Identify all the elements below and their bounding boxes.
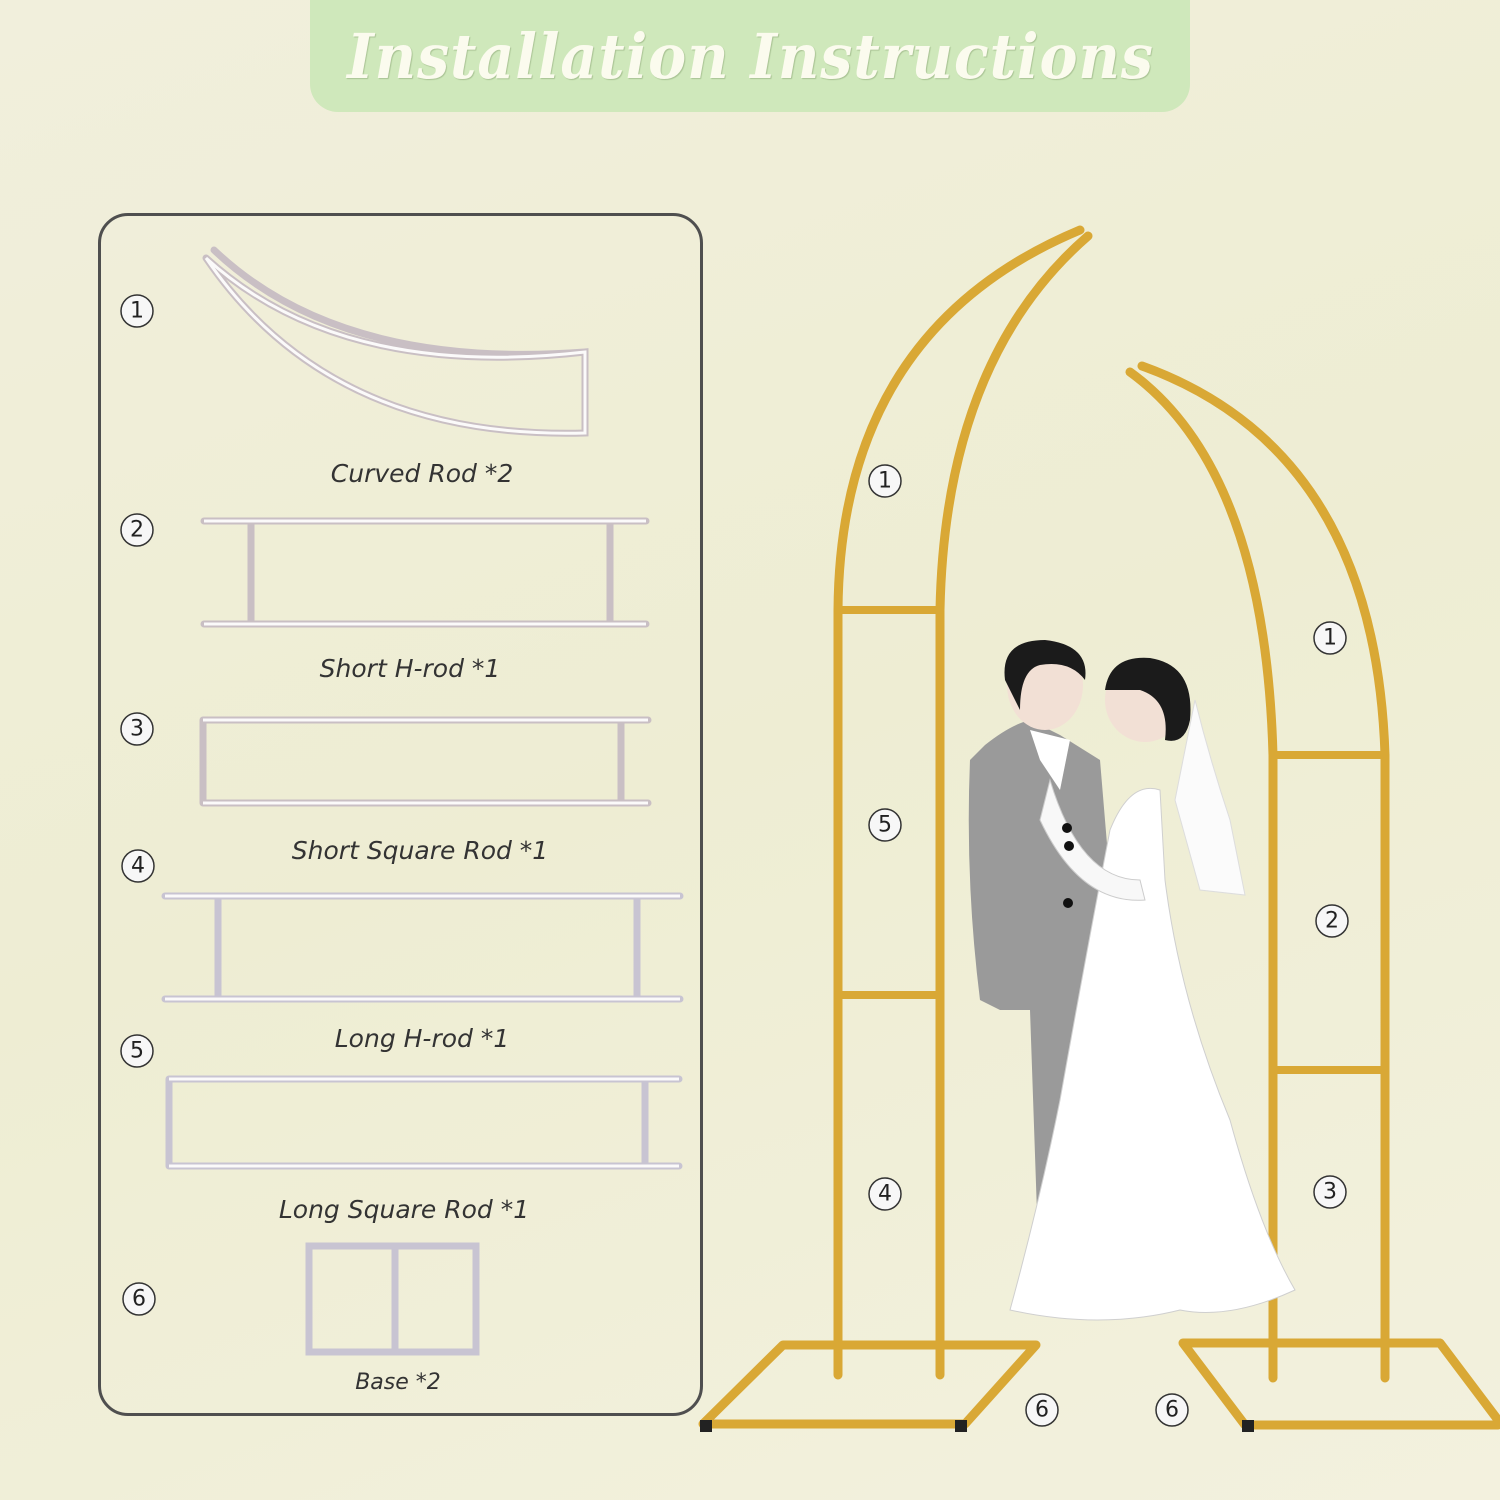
callout-right-2: 2 [1315, 904, 1349, 938]
svg-text:1: 1 [1323, 626, 1337, 651]
callout-right-1: 1 [1313, 621, 1347, 655]
callout-right-3: 3 [1313, 1175, 1347, 1209]
part-long-h-rod [161, 892, 684, 1003]
part-short-h-rod [200, 517, 650, 628]
part-number-3: 3 [120, 712, 154, 746]
svg-text:4: 4 [131, 854, 145, 879]
part-number-5: 5 [120, 1034, 154, 1068]
svg-text:6: 6 [132, 1287, 146, 1312]
parts-list-panel [98, 213, 703, 1416]
part-label-short-square-rod: Short Square Rod *1 [292, 836, 548, 865]
part-label-base: Base *2 [355, 1370, 441, 1395]
part-number-6: 6 [122, 1282, 156, 1316]
part-curved-rod [202, 246, 589, 437]
callout-right-6: 6 [1155, 1393, 1189, 1427]
part-number-2: 2 [120, 513, 154, 547]
callout-left-6: 6 [1025, 1393, 1059, 1427]
svg-text:3: 3 [1323, 1180, 1337, 1205]
part-label-long-square-rod: Long Square Rod *1 [279, 1195, 529, 1224]
svg-text:1: 1 [878, 469, 892, 494]
part-number-1: 1 [120, 294, 154, 328]
couple-illustration [968, 640, 1296, 1321]
part-label-short-h-rod: Short H-rod *1 [320, 654, 501, 683]
part-number-4: 4 [121, 849, 155, 883]
part-label-long-h-rod: Long H-rod *1 [335, 1024, 510, 1053]
part-short-square-rod [199, 716, 652, 807]
svg-text:2: 2 [1325, 909, 1339, 934]
right-arch-frame [1125, 361, 1500, 1432]
callout-left-5: 5 [868, 808, 902, 842]
part-label-curved-rod: Curved Rod *2 [331, 459, 513, 488]
part-long-square-rod [165, 1075, 683, 1170]
svg-text:2: 2 [130, 518, 144, 543]
svg-text:5: 5 [878, 813, 892, 838]
title-banner: Installation Instructions [310, 0, 1190, 112]
svg-text:4: 4 [878, 1182, 892, 1207]
svg-text:3: 3 [130, 717, 144, 742]
svg-text:5: 5 [130, 1039, 144, 1064]
svg-text:6: 6 [1165, 1398, 1179, 1423]
callout-left-1: 1 [868, 464, 902, 498]
svg-text:6: 6 [1035, 1398, 1049, 1423]
part-base [305, 1242, 480, 1356]
svg-text:1: 1 [130, 299, 144, 324]
left-arch-frame [698, 225, 1093, 1432]
page-title: Installation Instructions [346, 19, 1154, 93]
callout-left-4: 4 [868, 1177, 902, 1211]
